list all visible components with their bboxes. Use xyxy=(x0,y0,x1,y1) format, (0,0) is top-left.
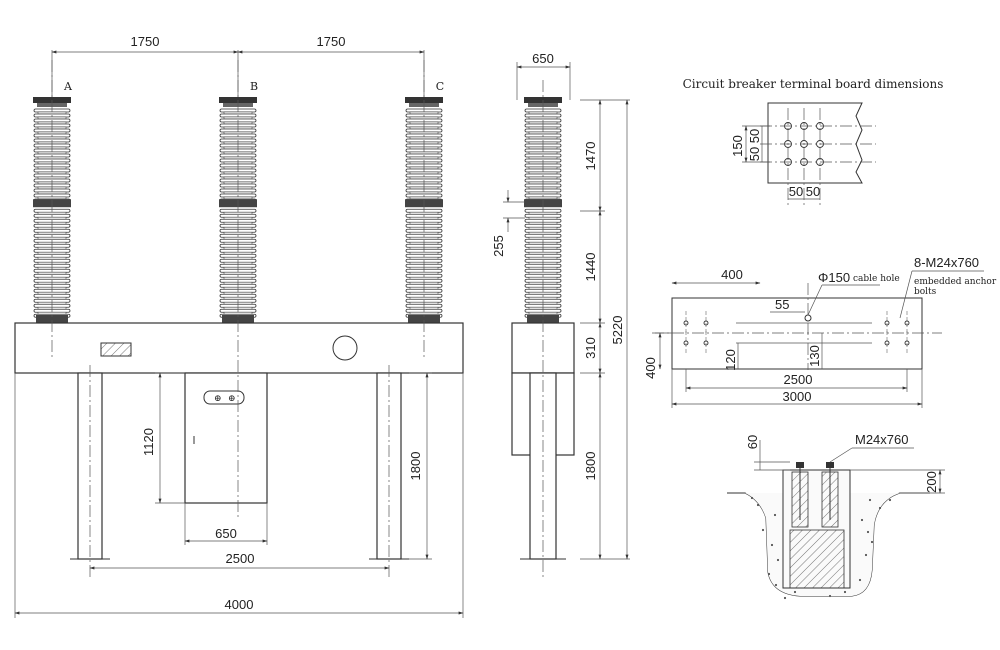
aggregate-dot xyxy=(761,528,765,532)
dim-lower-insulator: 1440 xyxy=(583,253,598,282)
dim-130: 130 xyxy=(807,345,822,367)
dim-hole-offset: 55 xyxy=(775,297,789,312)
dim-base-outer-width: 3000 xyxy=(783,389,812,404)
aggregate-dot xyxy=(870,540,874,544)
bolt-nut-left xyxy=(796,462,804,468)
dim-spacing-bc: 1750 xyxy=(317,34,346,49)
label-cable-hole: cable hole xyxy=(853,274,900,284)
aggregate-dot xyxy=(774,583,778,587)
insulator-base xyxy=(222,315,254,323)
breaker-frame xyxy=(14,322,464,374)
dim-120: 120 xyxy=(723,349,738,371)
dim-terminal-pitch-h1: 50 xyxy=(789,184,803,199)
dim-base-offset: 400 xyxy=(721,267,743,282)
aggregate-dot xyxy=(828,594,832,598)
base-plan: 400 Φ150 cable hole 8-M24x760 embedded a… xyxy=(643,255,997,408)
terminal-board: Circuit breaker terminal board dimension… xyxy=(683,77,944,205)
base-plate-outline xyxy=(671,297,923,370)
phase-label-a: A xyxy=(63,80,73,93)
dim-cabinet-width: 650 xyxy=(215,526,237,541)
aggregate-dot xyxy=(878,506,882,510)
dim-side-frame: 310 xyxy=(583,337,598,359)
aggregate-dot xyxy=(864,553,868,557)
dim-base-inner-width: 2500 xyxy=(784,372,813,387)
aggregate-dot xyxy=(868,498,872,502)
handle-symbol-icon: ⊕ xyxy=(214,394,222,404)
aggregate-dot xyxy=(750,496,754,500)
aggregate-dot xyxy=(783,596,787,600)
phase-label-b: B xyxy=(250,80,258,93)
insulator-base xyxy=(408,315,440,323)
aggregate-dot xyxy=(888,498,892,502)
concrete-aggregate xyxy=(750,496,892,600)
cable-hole xyxy=(804,314,812,322)
dim-terminal-height: 150 xyxy=(730,135,745,157)
dim-side-top-width: 650 xyxy=(532,51,554,66)
viewport-circle xyxy=(332,335,358,361)
side-view: 650 1470 1440 310 1800 5220 255 xyxy=(491,51,630,578)
insulator-base xyxy=(527,315,559,323)
terminal-plate xyxy=(767,102,863,184)
pier-hatch xyxy=(789,529,845,589)
dim-terminal-pitch-v1: 50 xyxy=(747,129,762,143)
foundation-section: 60 M24x760 200 xyxy=(727,432,945,600)
aggregate-dot xyxy=(858,578,862,582)
dim-spacing-ab: 1750 xyxy=(131,34,160,49)
bolt-nut-right xyxy=(826,462,834,468)
dim-terminal-pitch-v2: 50 xyxy=(747,147,762,161)
label-cable-hole-size: Φ150 xyxy=(818,270,850,285)
label-bolt-desc-1: embedded anchor xyxy=(914,277,997,287)
dim-total-height: 5220 xyxy=(610,316,625,345)
dim-base-depth: 400 xyxy=(643,357,658,379)
aggregate-dot xyxy=(793,590,797,594)
label-foundation-bolt: M24x760 xyxy=(855,432,908,447)
dim-terminal-pitch-h2: 50 xyxy=(806,184,820,199)
nameplate xyxy=(100,342,132,357)
cabinet-handle xyxy=(203,390,245,405)
dim-cabinet-height: 1120 xyxy=(141,428,156,456)
aggregate-dot xyxy=(756,503,760,507)
label-bolt-spec: 8-M24x760 xyxy=(914,255,979,270)
aggregate-dot xyxy=(776,558,780,562)
terminal-title: Circuit breaker terminal board dimension… xyxy=(683,77,944,91)
aggregate-dot xyxy=(767,572,771,576)
dim-leg-height: 1800 xyxy=(408,452,423,481)
label-bolt-desc-2: bolts xyxy=(914,287,937,297)
aggregate-dot xyxy=(773,513,777,517)
dim-flange: 255 xyxy=(491,235,506,257)
dim-total-width: 4000 xyxy=(225,597,254,612)
aggregate-dot xyxy=(860,518,864,522)
front-view: 1750 1750 A B C ⊕ ⊕ 1120 xyxy=(14,34,464,618)
aggregate-dot xyxy=(770,543,774,547)
phase-label-c: C xyxy=(436,80,444,93)
handle-symbol-icon-2: ⊕ xyxy=(228,394,236,404)
anchor-bolts xyxy=(683,311,910,355)
aggregate-dot xyxy=(843,590,847,594)
dim-foundation-depth: 200 xyxy=(924,471,939,493)
dim-side-leg: 1800 xyxy=(583,452,598,481)
aggregate-dot xyxy=(866,530,870,534)
insulator-base xyxy=(36,315,68,323)
dim-leg-spacing: 2500 xyxy=(226,551,255,566)
dim-upper-insulator: 1470 xyxy=(583,142,598,171)
dim-embed: 60 xyxy=(745,435,760,449)
